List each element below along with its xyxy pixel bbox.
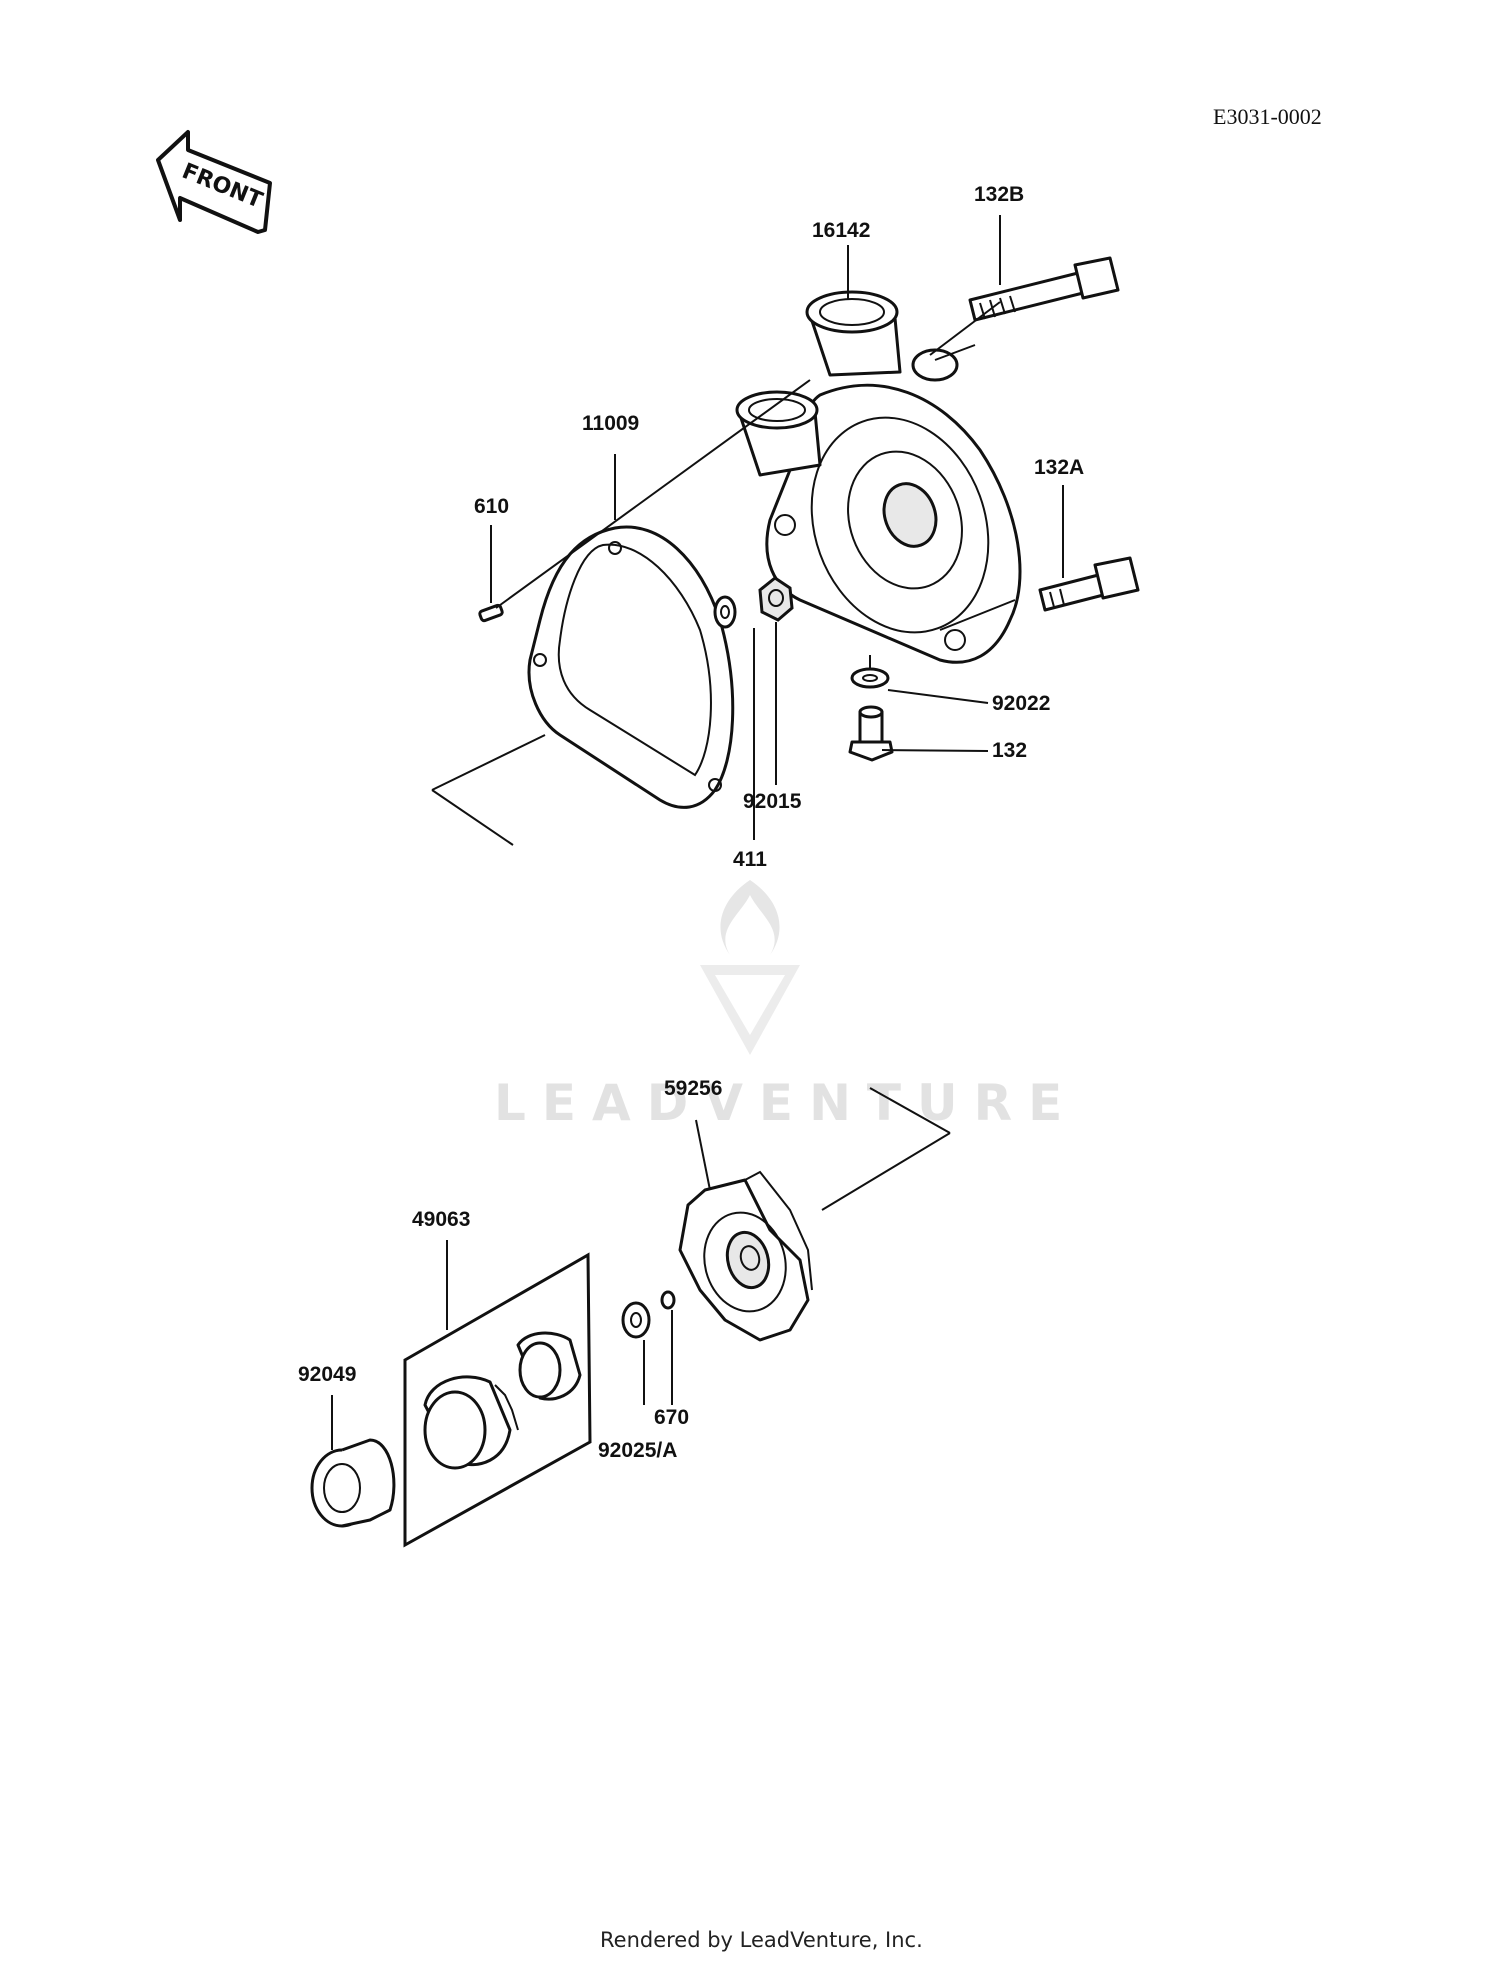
label-49063: 49063: [412, 1208, 470, 1231]
leader-lines-upper: [431, 215, 1064, 846]
washer-92022: [850, 667, 890, 689]
bolt-132A: [1038, 556, 1140, 612]
watermark-text: LEADVENTURE: [494, 1074, 1078, 1132]
drain-bolt-132: [848, 705, 894, 762]
label-92015: 92015: [743, 790, 802, 813]
pin-610: [478, 603, 504, 623]
seal-kit-49063: [403, 1252, 592, 1548]
label-59256: 59256: [664, 1077, 722, 1100]
nut-92015: [758, 576, 794, 622]
label-610: 610: [474, 495, 509, 518]
label-92049: 92049: [298, 1363, 356, 1386]
o-ring-670: [660, 1290, 676, 1310]
label-92025A: 92025/A: [598, 1439, 677, 1462]
front-arrow-icon: FRONT: [156, 130, 272, 234]
washer-411: [713, 595, 737, 629]
oil-seal-92049: [310, 1438, 396, 1528]
label-132: 132: [992, 739, 1027, 762]
washer-92025A: [621, 1301, 651, 1339]
label-670: 670: [654, 1406, 689, 1429]
watermark-logo: LEADVENTURE: [494, 880, 1078, 1132]
label-132B: 132B: [974, 183, 1024, 206]
impeller-59256: [678, 1170, 813, 1342]
label-411: 411: [733, 848, 767, 871]
diagram-code: E3031-0002: [1213, 104, 1322, 129]
label-16142: 16142: [812, 219, 870, 242]
leader-lines-lower: [331, 1087, 951, 1450]
label-132A: 132A: [1034, 456, 1084, 479]
footer-credit: Rendered by LeadVenture, Inc.: [600, 1928, 923, 1952]
bolt-132B: [968, 256, 1120, 322]
label-92022: 92022: [992, 692, 1050, 715]
gasket-11009: [527, 525, 735, 809]
label-11009: 11009: [582, 412, 639, 435]
